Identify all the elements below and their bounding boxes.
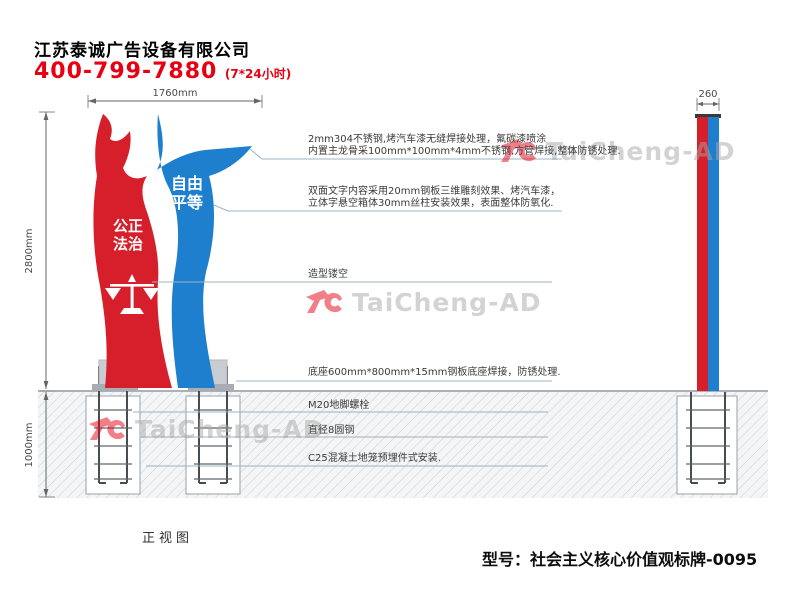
annotation-text: M20地脚螺栓 — [308, 400, 370, 411]
annotation-text: 直径8圆钢 — [308, 425, 355, 436]
side-view-column — [695, 114, 721, 391]
dimension-top-width: 1760mm — [87, 88, 263, 108]
sculpture-blue-shape — [157, 114, 252, 388]
annotation-concrete: C25混凝土地笼预埋件式安装. — [308, 453, 441, 465]
annotation-lettering-spec: 双面文字内容采用20mm钢板三维雕刻效果、烤汽车漆， 立体字悬空箱体30mm丝柱… — [308, 186, 560, 210]
annotation-text: 2mm304不锈钢,烤汽车漆无缝焊接处理，氟碳漆喷涂 — [308, 134, 547, 145]
annotation-hollow-shape: 造型镂空 — [308, 269, 348, 281]
slogan-red: 公正 法治 — [113, 217, 143, 253]
phone-number: 400-799-7880 — [34, 59, 218, 84]
foundation-block-side — [676, 392, 738, 495]
dimension-top-width-label: 1760mm — [153, 88, 198, 99]
slogan-red-line2: 法治 — [113, 235, 144, 253]
dimension-left-lower-label: 1000mm — [24, 423, 35, 468]
annotation-text: 造型镂空 — [308, 269, 348, 280]
model-number-label: 型号：社会主义核心价值观标牌-0095 — [482, 550, 758, 569]
dimension-left-upper: 2800mm — [24, 111, 55, 392]
ground-hatch — [38, 392, 768, 498]
slogan-blue: 自由 平等 — [171, 174, 203, 212]
front-view-label: 正视图 — [142, 531, 194, 546]
annotation-anchor-bolt: M20地脚螺栓 — [308, 400, 369, 412]
annotation-round-steel: 直径8圆钢 — [308, 425, 354, 437]
leader-lines — [133, 148, 562, 467]
dimension-side-width-label: 260 — [698, 89, 717, 100]
annotation-text: 底座600mm*800mm*15mm钢板底座焊接，防锈处理. — [308, 367, 561, 378]
phone-line: 400-799-7880 (7*24小时) — [34, 59, 291, 84]
slogan-red-line1: 公正 — [113, 217, 144, 235]
phone-hours: (7*24小时) — [224, 67, 292, 81]
slogan-blue-line2: 平等 — [171, 193, 204, 212]
balance-scale-icon — [105, 274, 159, 314]
annotation-text: 立体字悬空箱体30mm丝柱安装效果，表面整体防氧化. — [308, 198, 554, 209]
dimension-left-lower: 1000mm — [24, 392, 55, 498]
annotation-base-plate: 底座600mm*800mm*15mm钢板底座焊接，防锈处理. — [308, 367, 561, 379]
sculpture-red-shape — [93, 114, 172, 388]
dimension-side-width: 260 — [696, 89, 720, 111]
company-name: 江苏泰诚广告设备有限公司 — [34, 41, 250, 61]
annotation-steel-spec: 2mm304不锈钢,烤汽车漆无缝焊接处理，氟碳漆喷涂 内置主龙骨采100mm*1… — [308, 134, 621, 158]
annotation-text: C25混凝土地笼预埋件式安装. — [308, 453, 441, 464]
foundation-block-left — [85, 366, 141, 495]
annotation-text: 内置主龙骨采100mm*100mm*4mm不锈钢,方管焊接,整体防锈处理. — [308, 146, 621, 157]
annotation-text: 双面文字内容采用20mm钢板三维雕刻效果、烤汽车漆， — [308, 186, 561, 197]
dimension-left-upper-label: 2800mm — [24, 229, 35, 274]
slogan-blue-line1: 自由 — [171, 174, 204, 193]
